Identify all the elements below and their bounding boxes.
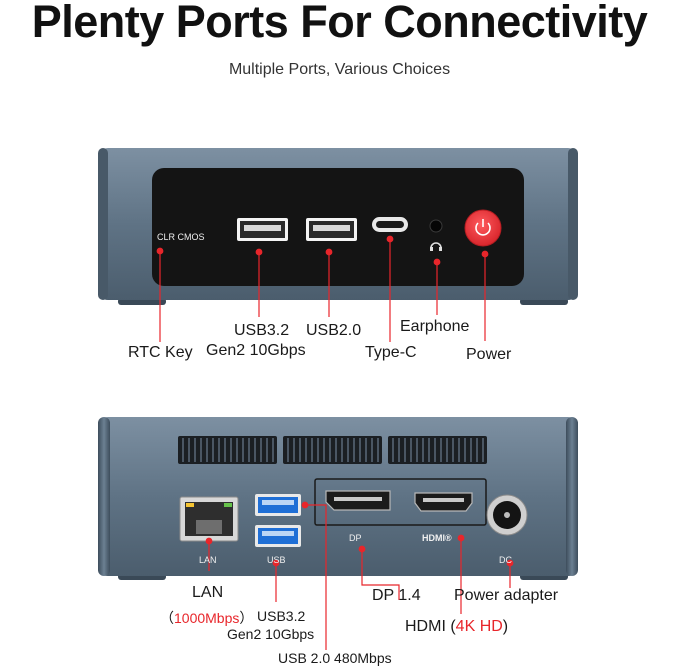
label-lan-speed: （1000Mbps） xyxy=(160,608,253,628)
back-usb32-port-bottom xyxy=(255,525,301,547)
front-earphone-jack xyxy=(429,219,443,233)
page-title: Plenty Ports For Connectivity xyxy=(31,0,648,47)
label-hdmi: HDMI (4K HD) xyxy=(405,618,508,636)
power-icon xyxy=(475,222,491,236)
video-port-frame xyxy=(314,478,487,526)
back-dp-port xyxy=(325,490,391,511)
label-usb32-back-line1: USB3.2 xyxy=(257,608,306,624)
label-usb20-back: USB 2.0 480Mbps xyxy=(278,650,392,666)
label-lan-speed-open: （ xyxy=(160,610,174,626)
front-chassis-right-edge xyxy=(568,148,578,300)
label-usb32-front-line2: Gen2 10Gbps xyxy=(206,342,306,359)
label-lan: LAN xyxy=(192,584,224,601)
front-usb32-port xyxy=(237,218,288,241)
callout-line-usb20-back xyxy=(305,504,327,650)
label-dp: DP 1.4 xyxy=(372,587,421,604)
back-dc-jack xyxy=(486,494,528,536)
back-view xyxy=(98,417,578,650)
headphone-icon-left xyxy=(430,247,433,251)
lan-port-text: LAN xyxy=(199,555,217,565)
back-chassis-right-edge xyxy=(566,417,578,576)
front-type-c-port xyxy=(372,217,408,232)
label-hdmi-close: ) xyxy=(502,618,509,635)
label-hdmi-detail: 4K HD xyxy=(455,618,503,635)
page-subtitle: Multiple Ports, Various Choices xyxy=(228,61,451,78)
front-chassis-left-edge xyxy=(98,148,108,300)
label-lan-speed-close: ） xyxy=(239,610,254,626)
vent-grille xyxy=(178,436,487,464)
label-type-c: Type-C xyxy=(365,344,417,361)
dp-port-text: DP xyxy=(349,533,362,543)
label-usb32-front-line1: USB3.2 xyxy=(234,322,290,339)
label-power-adapter: Power adapter xyxy=(454,587,559,604)
front-usb20-port xyxy=(306,218,357,241)
back-chassis-left-edge xyxy=(98,417,110,576)
front-view xyxy=(98,148,578,342)
label-hdmi-open: ( xyxy=(445,618,456,635)
label-rtc-key: RTC Key xyxy=(128,344,193,361)
back-lan-port xyxy=(179,496,239,542)
back-usb32-port-top xyxy=(255,494,301,516)
label-usb32-back-line2: Gen2 10Gbps xyxy=(227,626,315,642)
headphone-icon-right xyxy=(439,247,442,251)
callout-line-dp xyxy=(361,549,400,600)
label-power: Power xyxy=(466,346,512,363)
label-earphone: Earphone xyxy=(400,318,470,335)
hdmi-port-text: HDMI® xyxy=(422,533,452,543)
label-lan-speed-value: 1000Mbps xyxy=(174,610,240,626)
dc-port-text: DC xyxy=(499,555,512,565)
headphone-icon xyxy=(430,242,442,249)
clr-cmos-text: CLR CMOS xyxy=(157,232,205,242)
label-usb20-front: USB2.0 xyxy=(306,322,362,339)
front-power-button xyxy=(464,209,502,247)
usb-port-text: USB xyxy=(267,555,286,565)
back-hdmi-port xyxy=(414,492,473,512)
label-hdmi-prefix: HDMI xyxy=(405,618,446,635)
